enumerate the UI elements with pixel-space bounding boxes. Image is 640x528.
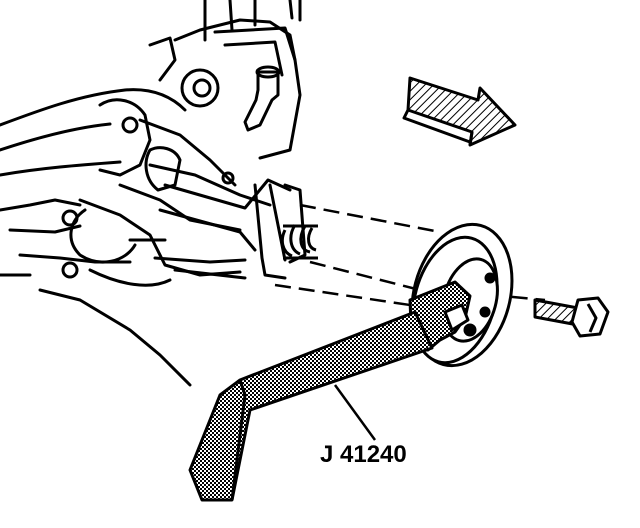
balancer-bolt xyxy=(533,296,610,338)
engine-block xyxy=(0,0,307,387)
tool-leader-line xyxy=(333,384,377,441)
tool-label: J 41240 xyxy=(320,441,407,468)
direction-arrow-icon xyxy=(402,76,517,147)
holding-tool xyxy=(188,280,472,502)
crankshaft-snout xyxy=(280,224,318,260)
